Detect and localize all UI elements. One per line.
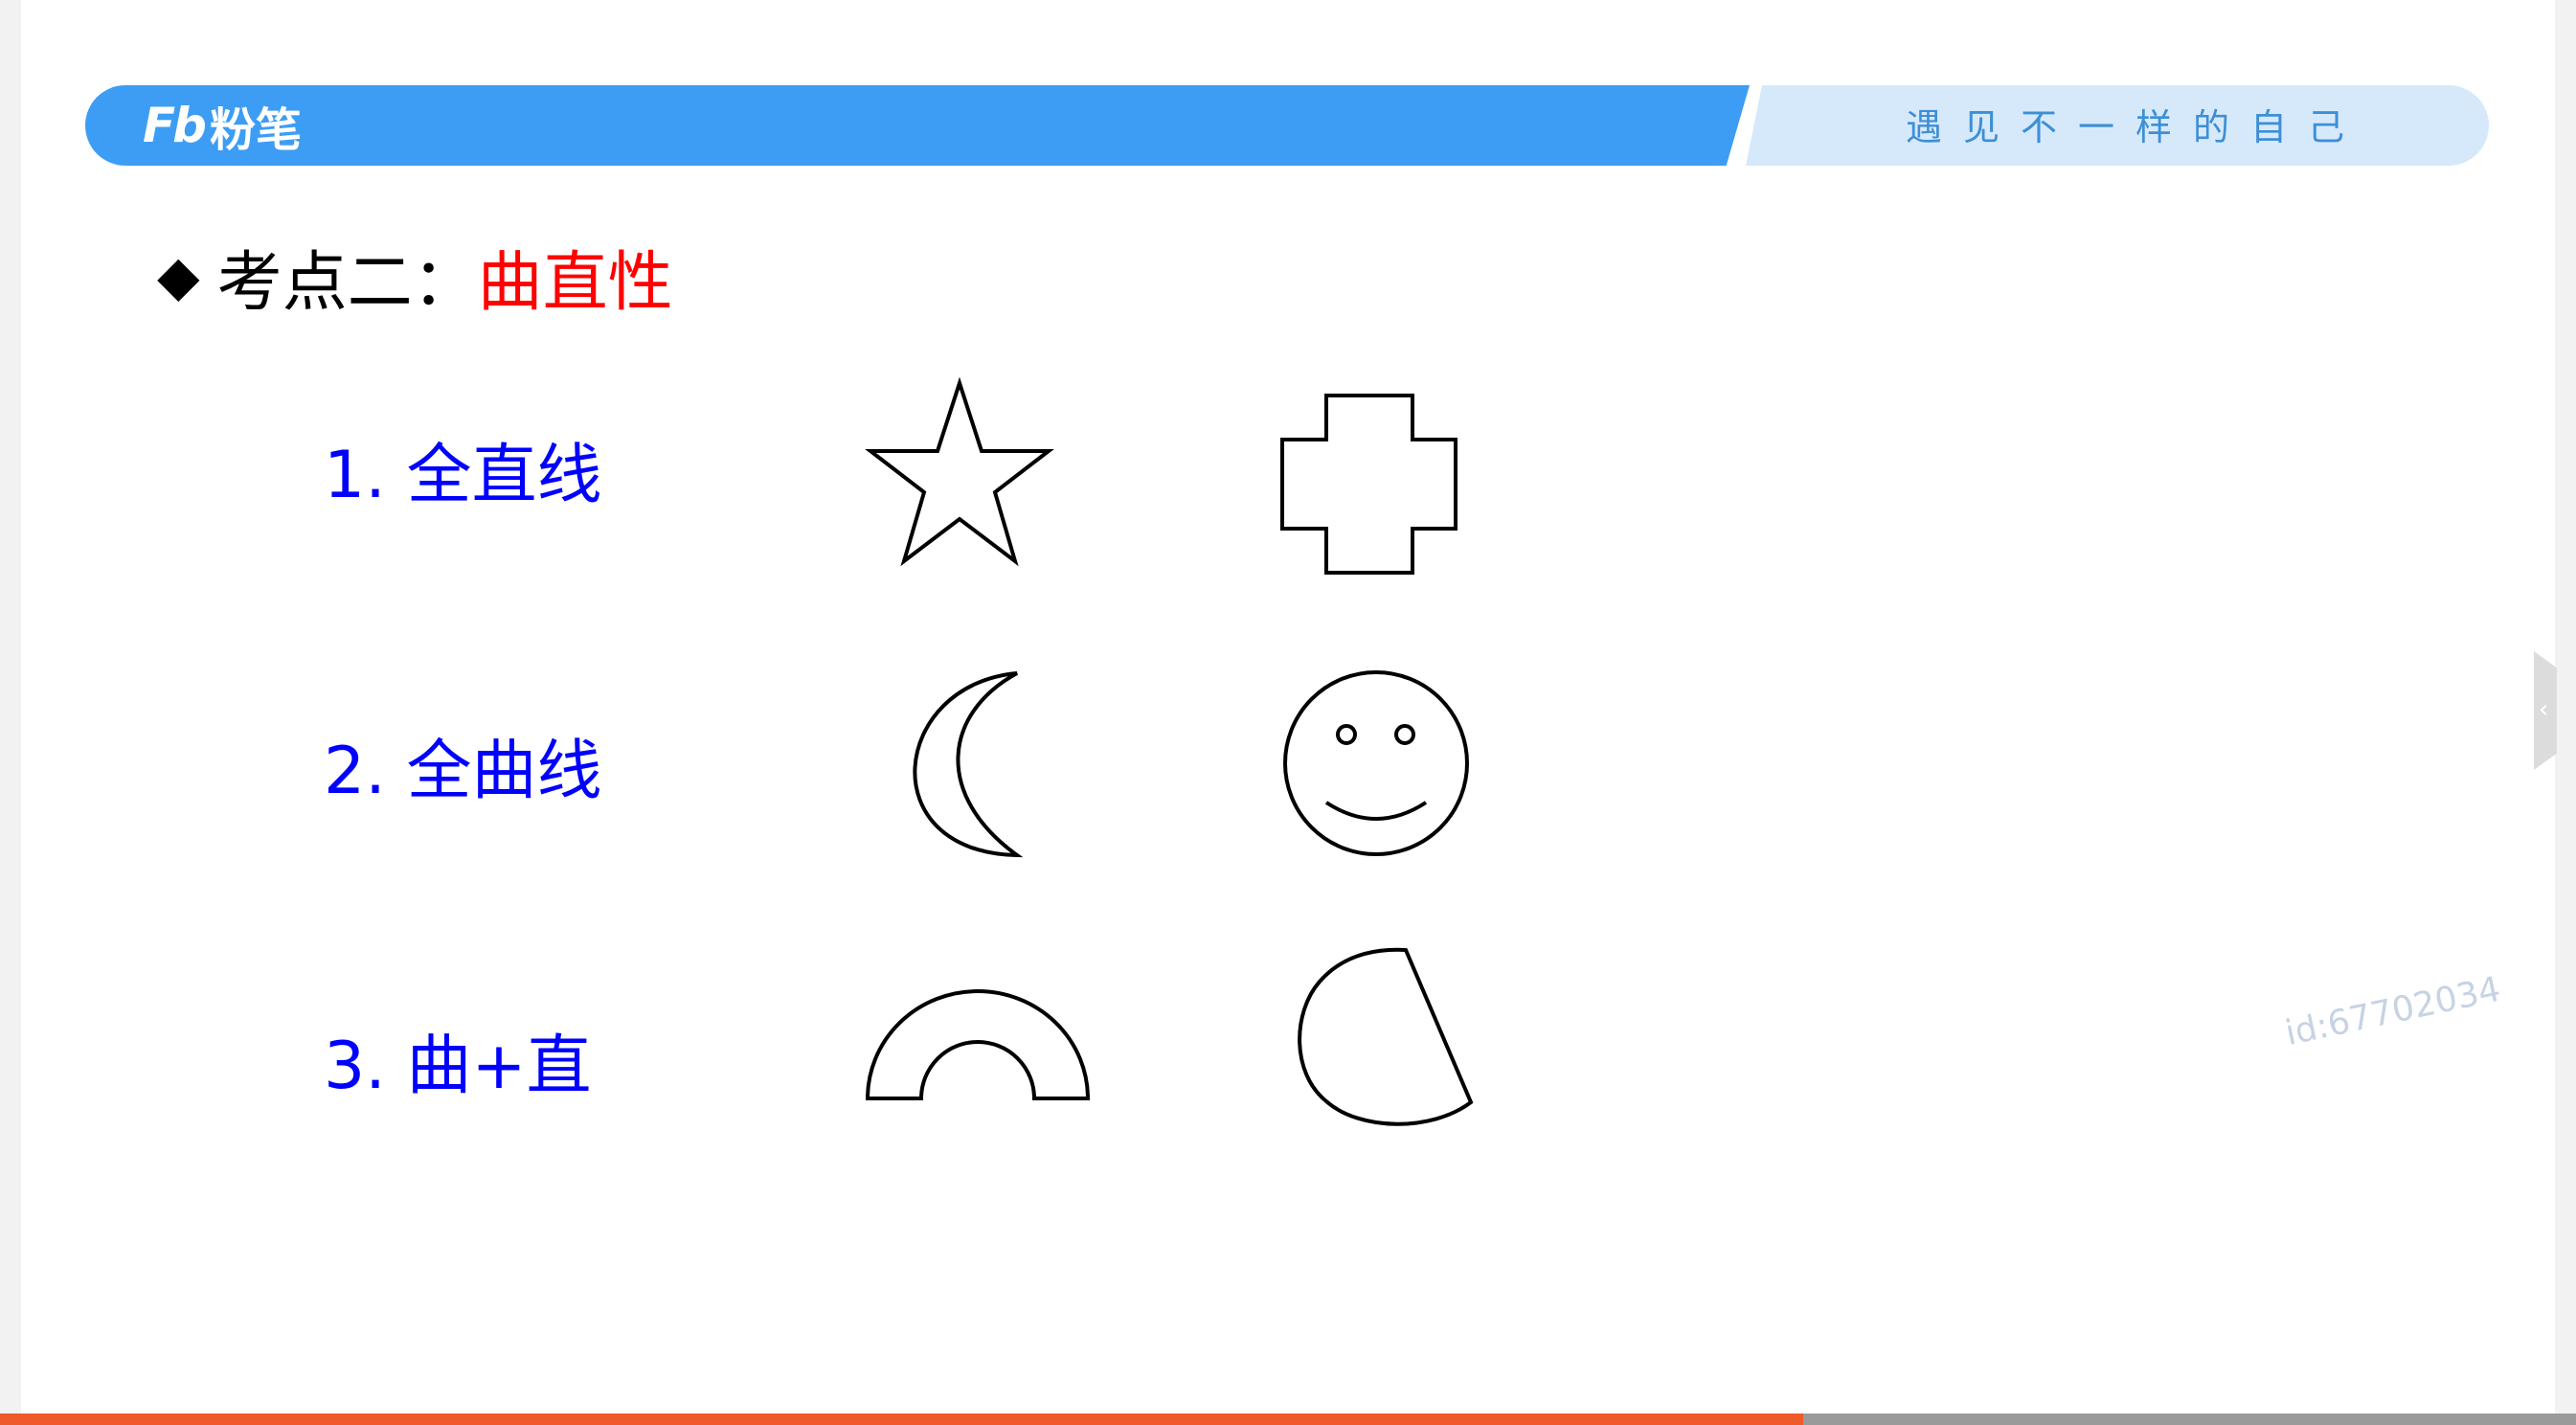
heading-prefix: 考点二： — [216, 244, 478, 321]
playback-progress-bar[interactable] — [0, 1414, 2576, 1425]
header-banner — [85, 85, 1750, 166]
fenbi-logo: Fb 粉笔 — [143, 98, 302, 157]
item-label-mixed: 3. 曲+直 — [324, 1029, 592, 1104]
smile-mouth — [1324, 801, 1428, 821]
header-slogan-panel — [1746, 85, 2489, 166]
face-circle — [1283, 670, 1469, 856]
logo-text: 粉笔 — [209, 103, 302, 157]
right-eye — [1394, 724, 1415, 745]
arch-shape — [865, 989, 1091, 1100]
chevron-left-icon[interactable]: ‹ — [2539, 695, 2549, 724]
cut-circle-shape — [1298, 947, 1474, 1126]
progress-fill — [0, 1414, 1803, 1425]
heading-keyword: 曲直性 — [477, 244, 673, 321]
slide-heading: ◆ 考点二： 曲直性 — [157, 238, 673, 321]
item-label-straight: 1. 全直线 — [324, 438, 602, 513]
logo-mark: Fb — [143, 98, 207, 153]
cross-shape — [1280, 394, 1457, 575]
slide — [21, 0, 2555, 1414]
diamond-bullet-icon: ◆ — [157, 243, 200, 308]
smiley-face-shape — [1283, 670, 1469, 856]
star-shape — [865, 376, 1054, 567]
left-eye — [1336, 724, 1357, 745]
crescent-shape — [913, 671, 1024, 858]
side-panel-toggle[interactable] — [2534, 651, 2557, 770]
header-slogan: 遇见不一样的自己 — [1906, 106, 2366, 148]
item-label-curved: 2. 全曲线 — [324, 734, 602, 809]
